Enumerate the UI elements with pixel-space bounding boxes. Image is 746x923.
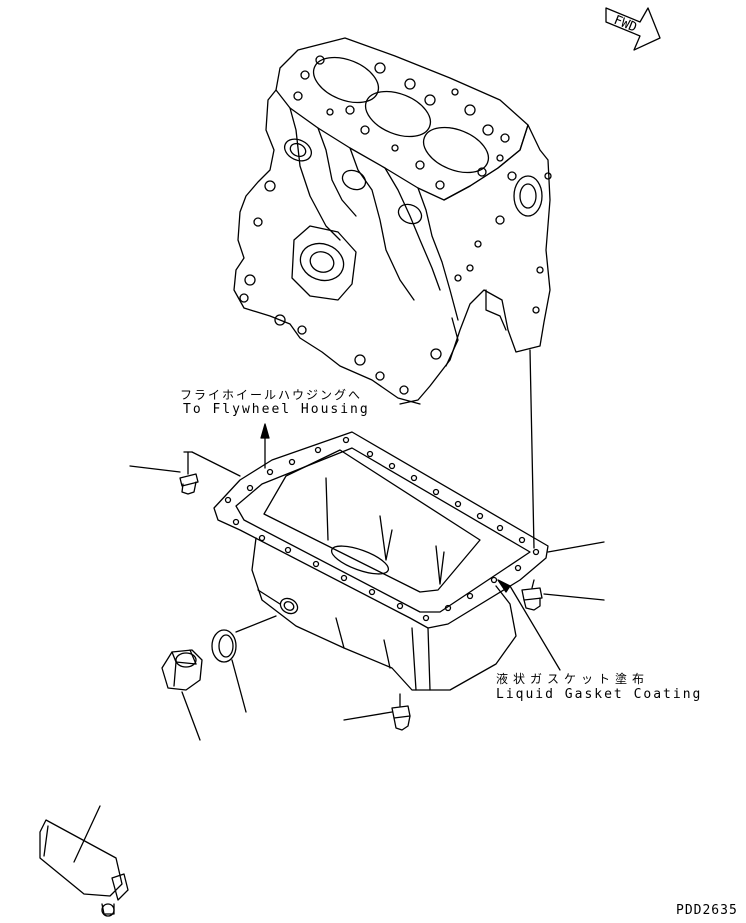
drain-plug [161, 649, 203, 741]
flywheel-arrow-icon [260, 423, 270, 469]
flange-bolt-upper-left [129, 451, 241, 495]
fwd-text: FWD [611, 13, 639, 36]
flywheel-label-jp: フライホイールハウジングへ [180, 388, 363, 402]
leader-flange-gasket [547, 541, 605, 553]
gasket-coating-label-en: Liquid Gasket Coating [496, 687, 703, 702]
cylinder-block [233, 37, 552, 405]
pan-bolt-bottom [343, 693, 411, 731]
forward-arrow-icon: FWD [605, 7, 661, 51]
guide-line [529, 349, 535, 549]
flange-bolt-right [521, 579, 605, 611]
flywheel-label-en: To Flywheel Housing [183, 402, 370, 417]
leader-gasket-coating [509, 585, 561, 671]
liquid-gasket-tube [39, 805, 129, 917]
oil-pan [213, 431, 549, 691]
gasket-coating-label-jp: 液状ガスケット塗布 [496, 672, 650, 686]
gasket-arrowhead-icon [497, 579, 511, 593]
drawing-code: PDD2635 [676, 903, 738, 918]
drain-washer [211, 615, 277, 713]
